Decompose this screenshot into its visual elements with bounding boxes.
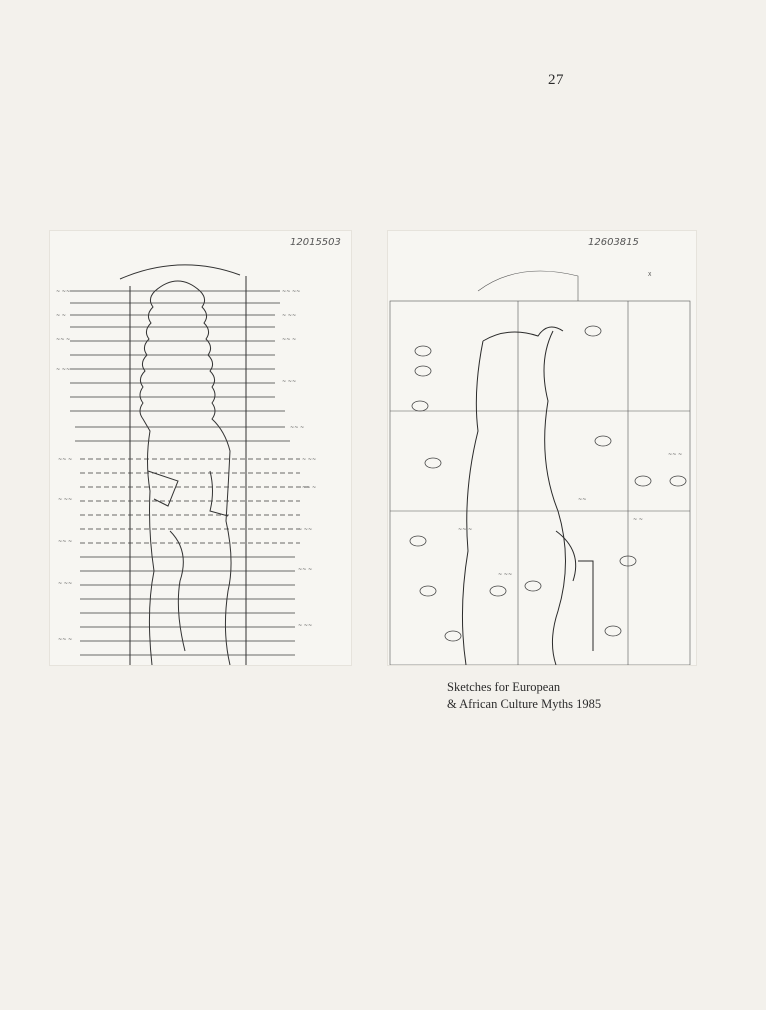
svg-text:~~ ~: ~~ ~: [58, 637, 72, 643]
svg-text:~~ ~: ~~ ~: [58, 457, 72, 463]
svg-text:~~ ~~: ~~ ~~: [282, 289, 300, 295]
left-sketch: 12015503: [50, 231, 351, 665]
svg-text:~ ~~: ~ ~~: [282, 379, 296, 385]
svg-text:~ ~~: ~ ~~: [56, 289, 70, 295]
svg-text:~~ ~: ~~ ~: [290, 425, 304, 431]
svg-text:~~ ~: ~~ ~: [302, 485, 316, 491]
svg-text:~~: ~~: [578, 497, 586, 503]
svg-text:~~ ~: ~~ ~: [282, 337, 296, 343]
svg-text:~ ~~: ~ ~~: [58, 581, 72, 587]
svg-text:~ ~: ~ ~: [633, 517, 643, 523]
svg-text:~~ ~: ~~ ~: [298, 567, 312, 573]
svg-text:~~ ~: ~~ ~: [58, 539, 72, 545]
svg-text:~ ~~: ~ ~~: [298, 623, 312, 629]
left-sketch-drawing: ~ ~~~ ~ ~~ ~~ ~~ ~~ ~~~ ~~ ~~ ~~ ~~ ~~ ~…: [56, 264, 316, 665]
figure-caption: Sketches for European & African Culture …: [447, 679, 601, 713]
svg-text:~ ~~: ~ ~~: [302, 457, 316, 463]
page-number: 27: [548, 72, 564, 88]
right-sketch-drawing: X ~~ ~~ ~~ ~~~ ~ ~~ ~: [389, 270, 691, 665]
svg-text:~ ~~: ~ ~~: [282, 313, 296, 319]
left-sketch-id: 12015503: [290, 237, 341, 248]
right-sketch-id: 12603815: [588, 237, 639, 248]
svg-text:~ ~~: ~ ~~: [58, 497, 72, 503]
caption-line-2: & African Culture Myths 1985: [447, 697, 602, 711]
right-sketch: 12603815: [388, 231, 696, 665]
svg-text:X: X: [648, 272, 652, 278]
svg-text:~ ~~: ~ ~~: [498, 572, 512, 578]
svg-text:~~ ~: ~~ ~: [668, 452, 682, 458]
svg-text:~ ~: ~ ~: [56, 313, 66, 319]
caption-line-1: Sketches for European: [447, 680, 561, 694]
svg-text:~~ ~: ~~ ~: [458, 527, 472, 533]
svg-text:~~ ~: ~~ ~: [56, 337, 70, 343]
svg-text:~ ~~: ~ ~~: [298, 527, 312, 533]
svg-text:~ ~~: ~ ~~: [56, 367, 70, 373]
